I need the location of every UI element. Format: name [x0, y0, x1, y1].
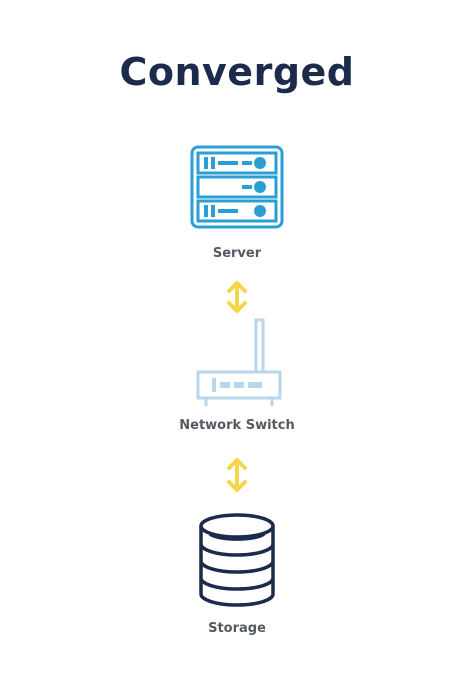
node-label-server: Server — [212, 246, 262, 261]
bidirectional-arrow-icon — [227, 458, 247, 492]
node-label-storage: Storage — [208, 621, 266, 636]
server-rack-icon — [190, 145, 284, 229]
diagram-title: Converged — [119, 50, 355, 94]
bidirectional-arrow-icon — [227, 281, 247, 313]
storage-database-icon — [199, 513, 275, 607]
node-label-network-switch: Network Switch — [179, 418, 295, 433]
network-switch-icon — [196, 318, 282, 406]
